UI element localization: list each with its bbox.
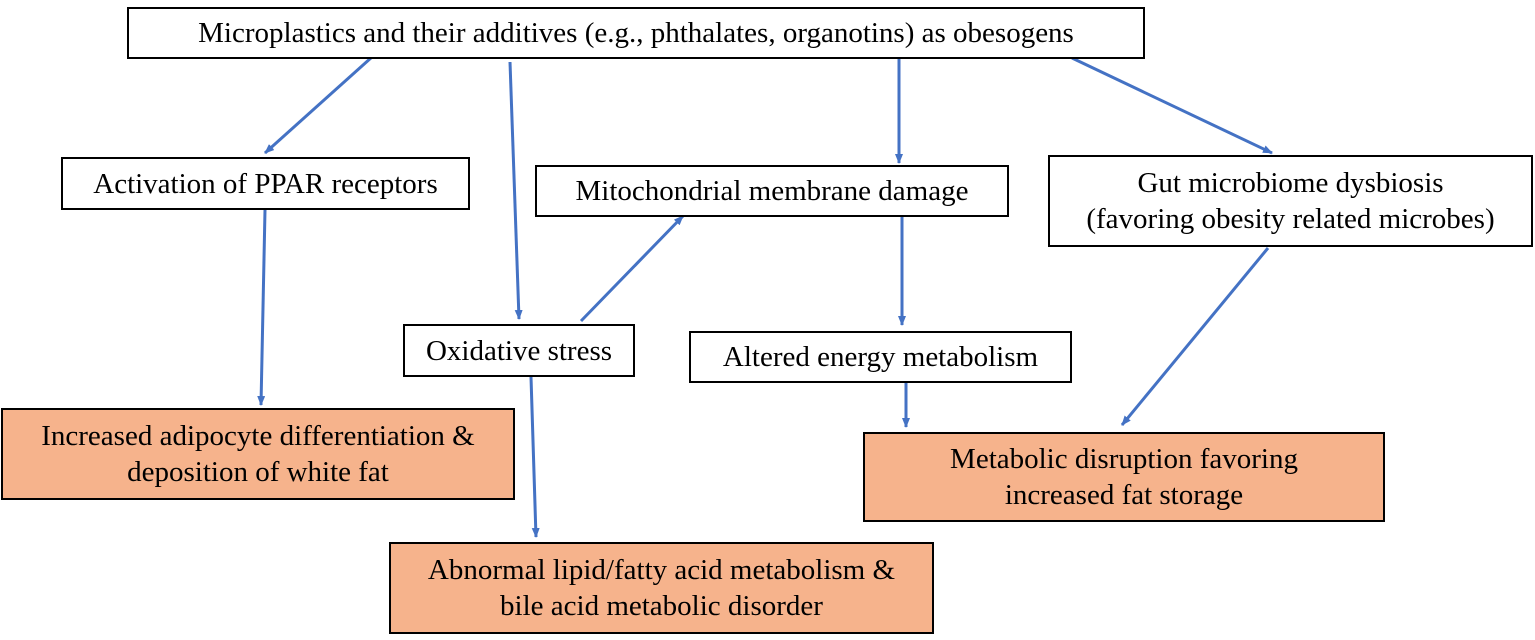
- arrow-oxidative-to-lipid: [529, 376, 540, 538]
- node-metabolic-line-2: increased fat storage: [1004, 479, 1244, 511]
- node-lipid-line-1: Abnormal lipid/fatty acid metabolism &: [427, 554, 896, 586]
- node-energy-label: Altered energy metabolism: [722, 341, 1039, 373]
- node-lipid-line-2: bile acid metabolic disorder: [500, 590, 823, 622]
- arrow-source-to-ppar: [263, 55, 374, 155]
- node-ppar-label: Activation of PPAR receptors: [93, 167, 438, 200]
- arrow-ppar-to-adipocyte: [257, 209, 267, 406]
- node-adipocyte: Increased adipocyte differentiation & de…: [1, 408, 515, 500]
- node-source: Microplastics and their additives (e.g.,…: [127, 7, 1145, 59]
- node-ppar: Activation of PPAR receptors: [61, 157, 470, 210]
- node-metabolic: Metabolic disruption favoring increased …: [863, 432, 1385, 522]
- node-gut-line-2: (favoring obesity related microbes): [1086, 203, 1495, 235]
- node-mito-label: Mitochondrial membrane damage: [575, 175, 969, 207]
- arrow-source-to-gut: [1071, 56, 1273, 155]
- arrow-oxidative-to-mito: [579, 214, 685, 323]
- node-lipid: Abnormal lipid/fatty acid metabolism & b…: [389, 542, 934, 634]
- node-gut: Gut microbiome dysbiosis (favoring obesi…: [1048, 155, 1533, 247]
- node-source-label: Microplastics and their additives (e.g.,…: [198, 17, 1074, 49]
- node-gut-line-1: Gut microbiome dysbiosis: [1137, 167, 1444, 199]
- node-metabolic-line-1: Metabolic disruption favoring: [950, 443, 1298, 475]
- node-adipocyte-line-1: Increased adipocyte differentiation &: [41, 420, 475, 452]
- node-oxidative: Oxidative stress: [403, 324, 635, 377]
- node-adipocyte-line-2: deposition of white fat: [127, 456, 389, 488]
- node-energy: Altered energy metabolism: [689, 331, 1072, 383]
- node-mito: Mitochondrial membrane damage: [535, 165, 1009, 217]
- node-oxidative-label: Oxidative stress: [425, 334, 613, 367]
- arrow-source-to-oxidative: [508, 61, 523, 320]
- arrow-gut-to-metabolic: [1120, 247, 1270, 426]
